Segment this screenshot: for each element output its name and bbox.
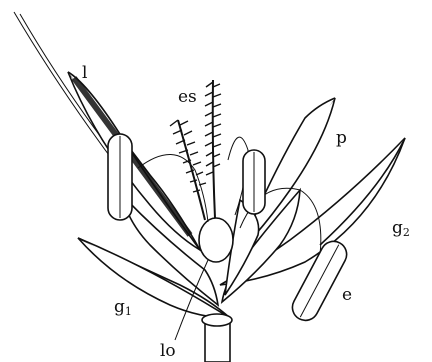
label-glume-1: g1 — [114, 297, 132, 318]
label-lemma: l — [82, 63, 87, 83]
label-empty-glume: e — [342, 285, 352, 305]
label-glume-1-base: g — [114, 297, 125, 317]
stem — [202, 314, 232, 362]
ovary — [199, 218, 233, 262]
label-palea: p — [336, 128, 347, 148]
label-glume-2: g2 — [392, 218, 410, 239]
stigma-right — [205, 80, 221, 218]
label-lodicule: lo — [160, 341, 176, 361]
label-glume-2-base: g — [392, 218, 403, 238]
label-glume-1-sub: 1 — [125, 305, 132, 318]
anther-left — [108, 134, 132, 220]
stigma-left — [170, 120, 206, 220]
label-stigma: es — [178, 87, 197, 107]
label-glume-2-sub: 2 — [403, 226, 410, 239]
anther-middle — [243, 150, 265, 214]
awn — [14, 12, 120, 170]
